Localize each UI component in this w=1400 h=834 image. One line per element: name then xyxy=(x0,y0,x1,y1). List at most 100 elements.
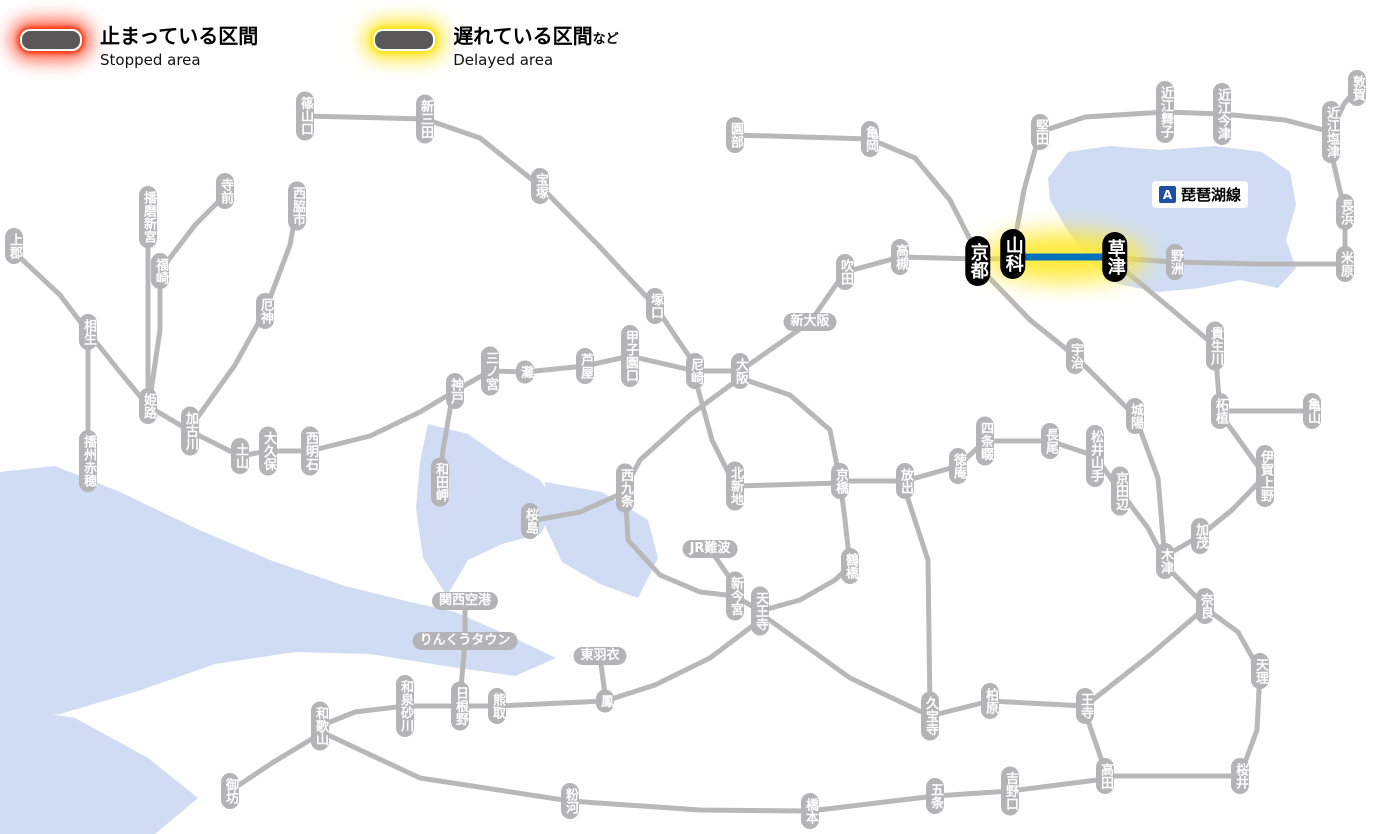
delayed-label: 遅れている区間など xyxy=(453,20,618,49)
station-pill: 園部 xyxy=(725,117,745,153)
station-pill: 神戸 xyxy=(445,373,465,409)
station-pill: 高田 xyxy=(1095,758,1115,794)
station-pill: 宇治 xyxy=(1065,338,1085,374)
rail-line xyxy=(977,265,1168,564)
station-pill: 鳳 xyxy=(595,689,615,713)
delayed-sublabel: Delayed area xyxy=(453,51,554,69)
delayed-label-text: 遅れている区間 xyxy=(453,24,593,48)
station-pill: 王寺 xyxy=(1075,688,1095,724)
station-pill: 貴生川 xyxy=(1205,321,1225,371)
station-pill: JR難波 xyxy=(682,539,738,559)
station-pill: 四条畷 xyxy=(975,416,995,466)
stopped-label: 止まっている区間 xyxy=(100,24,259,48)
station-pill: 徳庵 xyxy=(948,448,968,484)
station-pill: 西明石 xyxy=(300,426,320,476)
rail-line xyxy=(732,132,981,258)
station-pill: 寺前 xyxy=(215,173,235,209)
station-pill: 新大阪 xyxy=(783,312,837,332)
station-pill: 宝塚 xyxy=(530,168,550,204)
station-pill: 播磨新宮 xyxy=(138,186,158,248)
station-pill: 和泉砂川 xyxy=(395,675,415,737)
station-pill: 桜井 xyxy=(1230,758,1250,794)
station-pill: 長浜 xyxy=(1335,194,1355,230)
station-pill: 東羽衣 xyxy=(573,646,627,666)
station-pill: 北新地 xyxy=(725,461,745,511)
station-pill: 加茂 xyxy=(1190,518,1210,554)
station-pill: 柘植 xyxy=(1210,393,1230,429)
station-pill: 福崎 xyxy=(150,253,170,289)
station-pill: 三ノ宮 xyxy=(480,346,500,396)
station-pill: 相生 xyxy=(78,314,98,350)
legend: 止まっている区間 Stopped area 遅れている区間など Delayed … xyxy=(20,20,619,69)
station-pill: 鶴橋 xyxy=(840,548,860,584)
station-pill: 灘 xyxy=(515,360,535,384)
station-pill: 亀岡 xyxy=(860,121,880,157)
station-pill: 播州赤穂 xyxy=(78,430,98,492)
station-pill: 京田辺 xyxy=(1110,466,1130,516)
station-pill: 上郡 xyxy=(4,228,24,264)
station-pill: 大阪 xyxy=(730,353,750,389)
station-pill: 関西空港 xyxy=(431,591,499,611)
station-pill: 亀山 xyxy=(1302,393,1322,429)
station-pill: 京橋 xyxy=(830,463,850,499)
station-pill: 橋本 xyxy=(800,793,820,829)
station-pill: 和歌山 xyxy=(310,701,330,751)
station-pill: 堅田 xyxy=(1030,114,1050,150)
stopped-area-icon xyxy=(20,29,82,51)
station-pill: 西脇市 xyxy=(287,181,307,231)
station-pill: 久宝寺 xyxy=(920,691,940,741)
station-pill: 土山 xyxy=(230,438,250,474)
station-pill: 芦屋 xyxy=(575,348,595,384)
station-pill: 吹田 xyxy=(835,254,855,290)
station-pill: 近江塩津 xyxy=(1321,101,1341,163)
line-badge-label: 琵琶湖線 xyxy=(1181,186,1242,204)
line-letter-badge: A xyxy=(1159,186,1176,203)
station-pill: 松井山手 xyxy=(1085,425,1105,487)
water-area xyxy=(0,706,198,834)
station-pill: 木津 xyxy=(1155,543,1175,579)
station-pill: 粉河 xyxy=(560,783,580,819)
legend-delayed: 遅れている区間など Delayed area xyxy=(373,20,619,69)
station-pill: 大久保 xyxy=(258,426,278,476)
station-pill: 日根野 xyxy=(450,681,470,731)
station-pill: 姫路 xyxy=(138,388,158,424)
station-pill: 近江舞子 xyxy=(1155,81,1175,143)
station-pill: 敦賀 xyxy=(1347,70,1367,106)
station-pill: 伊賀上野 xyxy=(1255,445,1275,507)
station-highlighted: 山科 xyxy=(1000,229,1026,279)
rail-line xyxy=(1109,607,1263,779)
rail-line xyxy=(323,731,1108,814)
station-pill: 西九条 xyxy=(615,463,635,513)
station-pill: 塚口 xyxy=(645,288,665,324)
delayed-label-suffix: など xyxy=(592,32,619,47)
station-pill: 甲子園口 xyxy=(620,325,640,387)
station-pill: 厄神 xyxy=(255,293,275,329)
stopped-sublabel: Stopped area xyxy=(100,51,201,69)
station-highlighted: 草津 xyxy=(1102,232,1128,282)
station-pill: 天理 xyxy=(1250,653,1270,689)
station-pill: りんくうタウン xyxy=(412,631,518,651)
station-pill: 米原 xyxy=(1335,246,1355,282)
station-highlighted: 京都 xyxy=(965,236,991,286)
water-area xyxy=(0,466,556,718)
station-pill: 御坊 xyxy=(220,773,240,809)
station-pill: 桜島 xyxy=(520,503,540,539)
station-pill: 新三田 xyxy=(415,94,435,144)
station-pill: 吉野口 xyxy=(1000,766,1020,816)
rail-line xyxy=(1114,261,1223,414)
station-pill: 柏原 xyxy=(980,683,1000,719)
biwako-line-badge: A 琵琶湖線 xyxy=(1152,181,1249,208)
station-pill: 高槻 xyxy=(890,239,910,275)
delayed-area-icon xyxy=(373,29,436,51)
station-pill: 新今宮 xyxy=(725,571,745,621)
legend-stopped: 止まっている区間 Stopped area xyxy=(20,20,258,69)
station-pill: 野洲 xyxy=(1165,244,1185,280)
station-pill: 長尾 xyxy=(1040,423,1060,459)
station-pill: 放出 xyxy=(895,463,915,499)
station-pill: 五条 xyxy=(925,778,945,814)
station-pill: 篠山口 xyxy=(295,91,315,141)
water-area xyxy=(416,424,558,596)
station-pill: 加古川 xyxy=(180,406,200,456)
